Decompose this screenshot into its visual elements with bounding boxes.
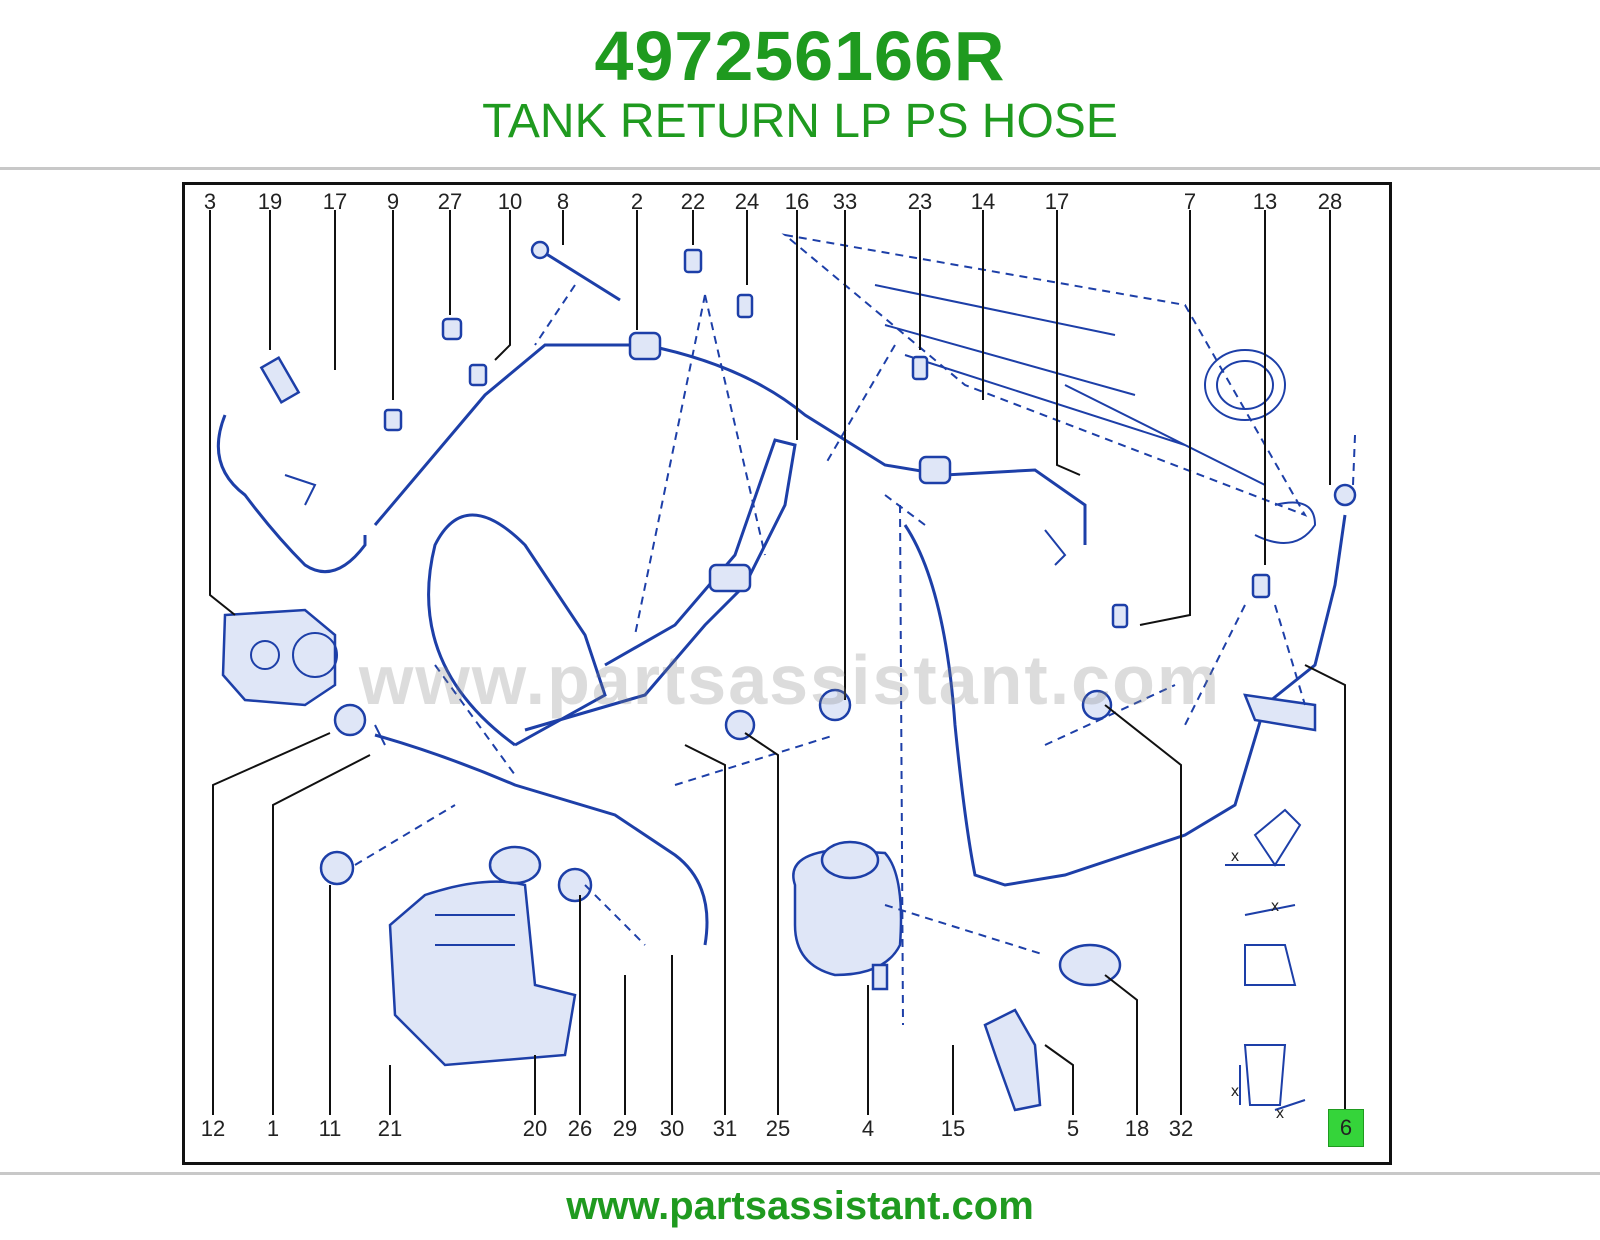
callout-15[interactable]: 15 bbox=[940, 1116, 966, 1141]
pipe-2-fitting-2 bbox=[918, 455, 952, 485]
electro-pump-20 bbox=[388, 845, 577, 1067]
callout-30[interactable]: 30 bbox=[659, 1116, 685, 1141]
callout-5[interactable]: 5 bbox=[1066, 1116, 1080, 1141]
o-ring-28 bbox=[1333, 483, 1357, 507]
header-divider bbox=[0, 167, 1600, 170]
page-header: 497256166R TANK RETURN LP PS HOSE bbox=[0, 0, 1600, 168]
callout-3[interactable]: 3 bbox=[203, 189, 217, 214]
footer-url[interactable]: www.partsassistant.com bbox=[566, 1184, 1034, 1228]
callout-32[interactable]: 32 bbox=[1168, 1116, 1194, 1141]
bracket-left bbox=[284, 474, 317, 506]
callout-33[interactable]: 33 bbox=[832, 189, 858, 214]
callout-29[interactable]: 29 bbox=[612, 1116, 638, 1141]
callout-28[interactable]: 28 bbox=[1317, 189, 1343, 214]
reservoir-4 bbox=[792, 840, 903, 991]
callout-16[interactable]: 16 bbox=[784, 189, 810, 214]
callout-24[interactable]: 24 bbox=[734, 189, 760, 214]
steering-rack bbox=[781, 233, 1317, 544]
measure-mark-3: x bbox=[1231, 1083, 1239, 1100]
hose-6 bbox=[903, 514, 1347, 887]
callout-20[interactable]: 20 bbox=[522, 1116, 548, 1141]
callout-14[interactable]: 14 bbox=[970, 189, 996, 214]
fastener-details bbox=[1225, 808, 1306, 1111]
callout-18[interactable]: 18 bbox=[1124, 1116, 1150, 1141]
clamp-16 bbox=[708, 563, 752, 593]
bracket-17-right bbox=[1044, 529, 1067, 566]
bolt-8 bbox=[539, 248, 621, 302]
callout-21[interactable]: 21 bbox=[377, 1116, 403, 1141]
bracket-6 bbox=[1243, 693, 1317, 732]
return-hose bbox=[427, 513, 607, 747]
callout-17[interactable]: 17 bbox=[322, 189, 348, 214]
parts-diagram: www.partsassistant.com 3 19 17 9 27 10 8… bbox=[182, 182, 1392, 1165]
bracket-5 bbox=[983, 1008, 1042, 1112]
callout-6-highlighted[interactable]: 6 bbox=[1328, 1109, 1364, 1147]
leader-lines bbox=[209, 210, 1346, 1115]
pipe-2-fitting bbox=[628, 331, 662, 361]
pipe-16 bbox=[524, 438, 797, 732]
clamps bbox=[319, 688, 1113, 903]
callout-12[interactable]: 12 bbox=[200, 1116, 226, 1141]
callout-13[interactable]: 13 bbox=[1252, 189, 1278, 214]
footer-divider bbox=[0, 1172, 1600, 1175]
callout-22[interactable]: 22 bbox=[680, 189, 706, 214]
part-name: TANK RETURN LP PS HOSE bbox=[482, 95, 1118, 148]
pump bbox=[221, 608, 338, 707]
callout-25[interactable]: 25 bbox=[765, 1116, 791, 1141]
watermark: www.partsassistant.com bbox=[358, 641, 1222, 719]
callout-4[interactable]: 4 bbox=[861, 1116, 875, 1141]
callout-31[interactable]: 31 bbox=[712, 1116, 738, 1141]
callout-9[interactable]: 9 bbox=[386, 189, 400, 214]
callout-2[interactable]: 2 bbox=[630, 189, 644, 214]
callout-26[interactable]: 26 bbox=[567, 1116, 593, 1141]
hose-12 bbox=[216, 414, 367, 574]
callout-27[interactable]: 27 bbox=[437, 189, 463, 214]
part-number: 497256166R bbox=[594, 17, 1006, 95]
measure-mark-2: x bbox=[1271, 898, 1279, 915]
hose-1 bbox=[374, 733, 709, 946]
callout-11[interactable]: 11 bbox=[318, 1116, 342, 1141]
callout-7[interactable]: 7 bbox=[1183, 189, 1197, 214]
callout-1[interactable]: 1 bbox=[266, 1116, 280, 1141]
callout-19[interactable]: 19 bbox=[257, 189, 283, 214]
parts-illustration bbox=[209, 210, 1357, 1115]
part-19 bbox=[259, 355, 301, 405]
assembly-lines bbox=[354, 284, 1356, 1026]
callout-23[interactable]: 23 bbox=[907, 189, 933, 214]
callout-10[interactable]: 10 bbox=[497, 189, 523, 214]
callout-17b[interactable]: 17 bbox=[1044, 189, 1070, 214]
callout-8[interactable]: 8 bbox=[556, 189, 570, 214]
bolts bbox=[383, 248, 1271, 629]
measure-mark-4: x bbox=[1276, 1105, 1284, 1122]
measure-mark-1: x bbox=[1231, 848, 1239, 865]
